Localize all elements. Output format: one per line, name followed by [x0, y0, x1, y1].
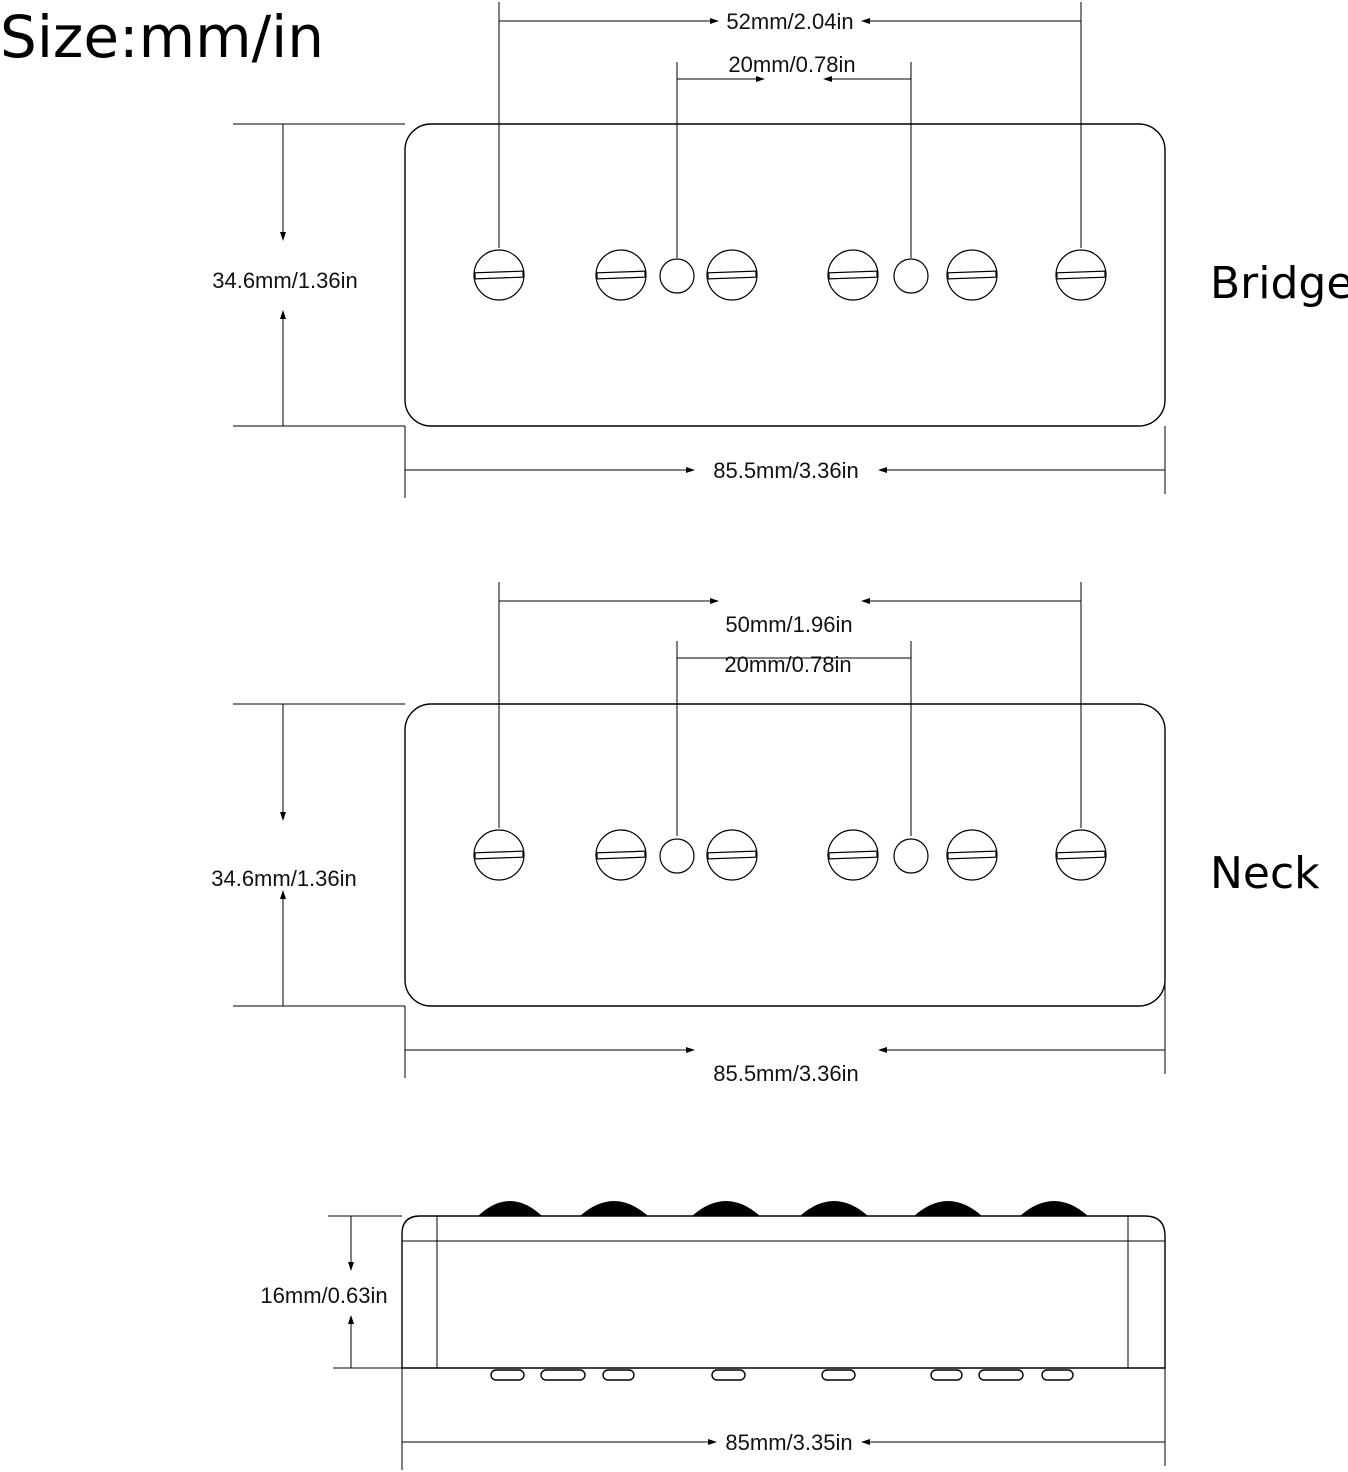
- screw-slot: [596, 270, 646, 280]
- screw-slot: [707, 850, 757, 860]
- mounting-hole: [659, 258, 695, 294]
- bridge-inner-arrow-right: [823, 76, 832, 82]
- neck-inner-span-label: 20mm/0.78in: [724, 652, 851, 677]
- side-view-pole-domes: [478, 1201, 1088, 1216]
- side-height-label: 16mm/0.63in: [260, 1283, 387, 1308]
- side-height-arrow-top: [348, 1262, 354, 1271]
- pole-dome: [478, 1201, 542, 1216]
- screw-slot: [828, 850, 878, 860]
- base-tab: [978, 1369, 1024, 1381]
- bridge-pickup-outline: [404, 123, 1166, 427]
- neck-height-arrow-top: [280, 812, 286, 821]
- base-tab: [1041, 1369, 1074, 1381]
- pole-dome: [800, 1201, 868, 1216]
- neck-outer-span-label: 50mm/1.96in: [725, 612, 852, 637]
- screw-slot: [1056, 270, 1106, 280]
- bridge-height-label: 34.6mm/1.36in: [212, 268, 358, 293]
- mounting-hole: [893, 838, 929, 874]
- side-view-pickup: 16mm/0.63in 85mm/3.35in: [260, 1201, 1166, 1470]
- mounting-hole: [659, 838, 695, 874]
- diagram-title: Size:mm/in: [0, 3, 324, 71]
- bridge-width-arrow-right: [878, 467, 887, 473]
- screw-slot: [707, 270, 757, 280]
- neck-pole-pieces: [473, 829, 1107, 881]
- screw-slot: [828, 270, 878, 280]
- neck-outer-arrow-left: [710, 598, 719, 604]
- screw-slot: [947, 270, 997, 280]
- base-tab: [711, 1369, 746, 1381]
- neck-pickup: 50mm/1.96in 20mm/0.78in 34.6mm/1.36in 85…: [211, 582, 1320, 1086]
- side-view-outline: [401, 1215, 1166, 1369]
- mounting-hole: [893, 258, 929, 294]
- side-width-label: 85mm/3.35in: [725, 1430, 852, 1455]
- neck-outer-arrow-right: [861, 598, 870, 604]
- side-view-base-tabs: [490, 1369, 1074, 1381]
- neck-label: Neck: [1210, 848, 1320, 899]
- bridge-height-arrow-top: [280, 232, 286, 241]
- pole-dome: [914, 1201, 982, 1216]
- pole-dome: [580, 1201, 648, 1216]
- bridge-width-arrow-left: [686, 467, 695, 473]
- bridge-inner-span-label: 20mm/0.78in: [728, 52, 855, 77]
- neck-height-arrow-bottom: [280, 890, 286, 899]
- bridge-outer-span-label: 52mm/2.04in: [726, 9, 853, 34]
- screw-slot: [474, 850, 524, 860]
- bridge-pickup: 52mm/2.04in 20mm/0.78in 34.6mm/1.36in 85…: [212, 2, 1348, 498]
- base-tab: [930, 1369, 963, 1381]
- screw-slot: [1056, 850, 1106, 860]
- bridge-label: Bridge: [1210, 258, 1348, 309]
- bridge-outer-arrow-right: [861, 18, 870, 24]
- bridge-width-label: 85.5mm/3.36in: [713, 458, 859, 483]
- neck-width-arrow-right: [878, 1047, 887, 1053]
- screw-slot: [596, 850, 646, 860]
- side-width-arrow-right: [861, 1439, 870, 1445]
- bridge-height-arrow-bottom: [280, 310, 286, 319]
- base-tab: [821, 1369, 856, 1381]
- neck-width-arrow-left: [686, 1047, 695, 1053]
- bridge-pole-pieces: [473, 249, 1107, 301]
- pole-dome: [1020, 1201, 1088, 1216]
- screw-slot: [474, 270, 524, 280]
- base-tab: [602, 1369, 635, 1381]
- neck-width-label: 85.5mm/3.36in: [713, 1061, 859, 1086]
- base-tab: [540, 1369, 586, 1381]
- neck-height-label: 34.6mm/1.36in: [211, 866, 357, 891]
- screw-slot: [947, 850, 997, 860]
- base-tab: [490, 1369, 525, 1381]
- pole-dome: [692, 1201, 760, 1216]
- side-height-arrow-bottom: [348, 1315, 354, 1324]
- side-width-arrow-left: [708, 1439, 717, 1445]
- bridge-inner-arrow-left: [756, 76, 765, 82]
- bridge-outer-arrow-left: [710, 18, 719, 24]
